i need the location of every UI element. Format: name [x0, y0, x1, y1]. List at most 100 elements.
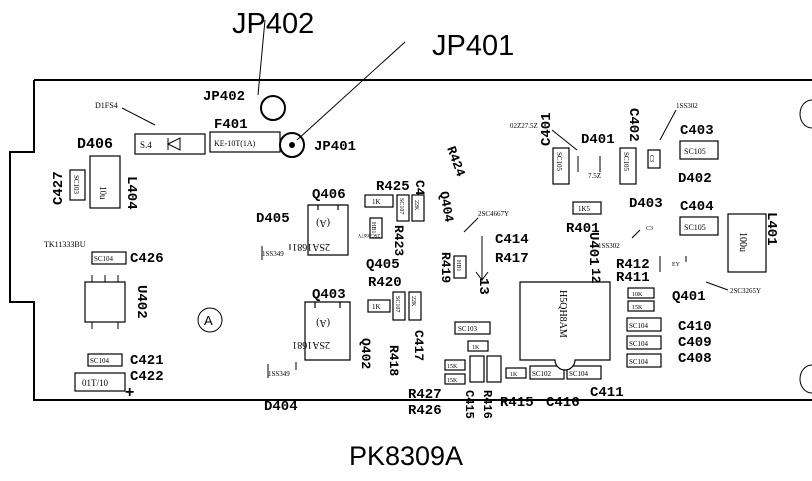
1ss302-top-label: 1SS302: [676, 102, 698, 110]
c410-marking: SC104: [629, 322, 649, 330]
inductor-l401: [727, 213, 767, 273]
l401-value: 100u: [737, 232, 748, 252]
d406-label: D406: [77, 136, 113, 153]
jp401-jumper-icon: [279, 132, 305, 158]
jp402-callout-label: JP402: [232, 8, 314, 40]
l401-label: L401: [763, 212, 779, 246]
q404-arrow-icon: [475, 236, 489, 281]
r401-label: R401: [566, 221, 600, 237]
r427-label: R427: [408, 387, 442, 403]
d403-leader: [631, 229, 641, 239]
r423-label: R423: [391, 225, 406, 256]
q401-pad-icon: [659, 256, 687, 272]
c417-marking: SC107: [394, 296, 400, 312]
capacitor-c417: [392, 291, 406, 321]
q405-label: Q405: [366, 257, 400, 273]
r419-value: 22K: [410, 296, 416, 307]
transistor-q405: [369, 217, 383, 239]
capacitor-c403: [679, 140, 719, 160]
mounting-hole-bottom-right: [799, 364, 812, 394]
d402-label: D402: [678, 171, 712, 187]
2sc4667y-leader: [463, 217, 479, 233]
c421-label: C421: [130, 353, 164, 369]
d404-pad-icon: [267, 362, 297, 378]
c401-label: C401: [539, 112, 555, 146]
r420-label: R420: [368, 275, 402, 291]
resistor-r419: [408, 291, 422, 321]
board-name: PK8309A: [349, 441, 463, 471]
02z27-5z-label: 02Z27.5Z: [510, 122, 538, 130]
r417-label: R417: [495, 251, 529, 267]
ic-u401: [519, 281, 611, 371]
r425-value: 1K: [372, 198, 381, 206]
2sc3265y-leader: [705, 281, 729, 291]
c417-label: C417: [411, 330, 426, 361]
capacitor-sc102: [529, 365, 565, 380]
jp402-leader-line: [257, 19, 266, 96]
r427-pad-value: 1K: [472, 345, 480, 351]
l404-label: L404: [123, 176, 139, 210]
d403-label: D403: [629, 196, 663, 212]
7-5z-marking: 7.5Z: [588, 172, 601, 180]
1ss302-top-leader: [659, 109, 677, 141]
r424-value: 22K: [413, 200, 419, 211]
jp401-pad-icon: [289, 142, 295, 148]
d401-pad-icon: [577, 156, 601, 172]
diode-symbol-icon: [166, 137, 181, 151]
q406-part-number: 2SA1681: [292, 241, 330, 252]
test-point-a-icon: [197, 307, 223, 333]
f401-label: F401: [214, 117, 248, 133]
capacitor-c409: [626, 335, 662, 350]
resistor-r420: [367, 299, 391, 313]
1ss349-bottom-label: 1SS349: [268, 370, 290, 378]
d405-label: D405: [256, 211, 290, 227]
sc103-mid-marking: SC103: [458, 325, 478, 333]
board-outline: [9, 79, 812, 401]
transistor-q404: [453, 255, 467, 279]
capacitor-c416: [396, 194, 410, 222]
capacitor-c402: [619, 147, 637, 185]
1ss349-top-label: 1SS349: [262, 250, 284, 258]
transistor-q403: [304, 301, 351, 361]
c410-label: C410: [678, 319, 712, 335]
diode-d406: [134, 133, 206, 155]
d1fs4-leader: [121, 107, 156, 126]
resistor-r425: [364, 194, 394, 208]
r412-label: R412: [616, 257, 650, 273]
q406-grade: (A): [316, 217, 330, 228]
r411-label: R411: [616, 270, 650, 286]
c3-marking: C3: [648, 155, 654, 162]
c414-label: C414: [495, 232, 529, 248]
capacitor-c421: [87, 353, 123, 367]
c409-marking: SC104: [629, 340, 649, 348]
resistor-r424: [411, 194, 425, 222]
pin-13-label: 13: [475, 278, 491, 295]
q404-marking: HB1: [455, 260, 461, 271]
c401-marking: SC105: [555, 152, 563, 172]
jp402-board-label: JP402: [203, 89, 245, 105]
d403-marking: C3: [646, 226, 653, 232]
c409-label: C409: [678, 335, 712, 351]
q403-label: Q403: [312, 287, 346, 303]
c416-bottom-label: C416: [546, 395, 580, 411]
c426-label: C426: [130, 251, 164, 267]
c403-label: C403: [680, 123, 714, 139]
resistor-r416: [486, 355, 502, 383]
q405-part-number: 2SC4667Y: [357, 232, 380, 237]
jp401-leader-line: [296, 41, 406, 141]
q403-part-number: 2SA1681: [292, 339, 330, 350]
r426-value: 15K: [447, 378, 458, 384]
l404-value: 10u: [98, 186, 108, 200]
q401-label: Q401: [672, 289, 706, 305]
r412-value: 10K: [632, 292, 643, 298]
sc102-marking: SC102: [532, 370, 552, 378]
capacitor-c426: [91, 251, 127, 265]
resistor-r426: [444, 373, 466, 385]
c426-marking: SC104: [94, 255, 114, 263]
pin-12-label: 12: [588, 268, 603, 284]
inductor-l404: [89, 155, 121, 209]
capacitor-c401: [552, 147, 570, 185]
test-point-a-label: A: [204, 313, 213, 328]
capacitor-c415: [469, 355, 485, 383]
